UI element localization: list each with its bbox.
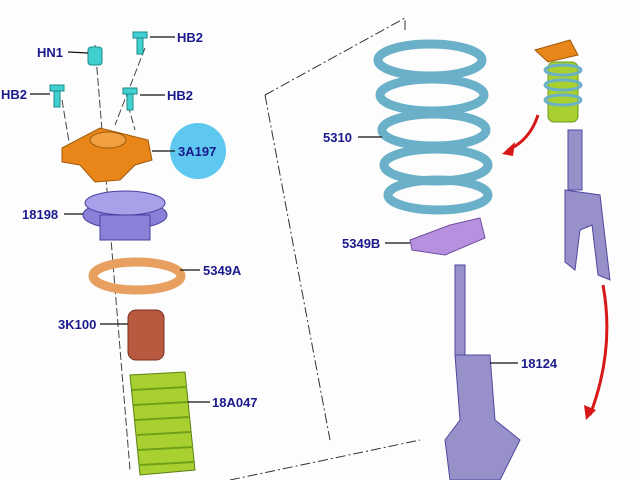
label-5349a: 5349A bbox=[203, 263, 242, 278]
highlight-circle bbox=[170, 123, 226, 179]
bearing-18198 bbox=[82, 190, 168, 241]
label-hn1: HN1 bbox=[37, 45, 64, 60]
assembled-strut-thumbnail bbox=[534, 39, 611, 281]
arrow-head bbox=[502, 142, 515, 156]
insulator-5349b bbox=[409, 217, 486, 256]
label-3a197: 3A197 bbox=[178, 144, 217, 159]
label-5349b: 5349B bbox=[342, 236, 381, 251]
bump-stop-3k100 bbox=[127, 309, 165, 361]
label-hb2-left: HB2 bbox=[1, 87, 28, 102]
label-3k100: 3K100 bbox=[58, 317, 97, 332]
coil-spring-5310 bbox=[373, 39, 493, 215]
label-18a047: 18A047 bbox=[212, 395, 258, 410]
label-5310: 5310 bbox=[323, 130, 352, 145]
bolt-hb2-top bbox=[132, 31, 148, 55]
label-18198: 18198 bbox=[22, 207, 59, 222]
arrow-head bbox=[584, 405, 596, 420]
upper-mount-3a197 bbox=[61, 127, 153, 183]
group-frame-lines bbox=[229, 17, 421, 480]
leader-lines bbox=[30, 36, 518, 403]
dust-boot-18a047 bbox=[129, 371, 196, 476]
label-18124: 18124 bbox=[521, 356, 558, 371]
bolt-hb2-right bbox=[122, 87, 138, 111]
insulator-5349a bbox=[88, 257, 186, 295]
bolt-hb2-left bbox=[49, 84, 65, 108]
label-hb2-top: HB2 bbox=[177, 30, 204, 45]
label-hb2-right: HB2 bbox=[167, 88, 194, 103]
bolt-hn1 bbox=[87, 46, 103, 66]
strut-18124 bbox=[444, 264, 521, 480]
